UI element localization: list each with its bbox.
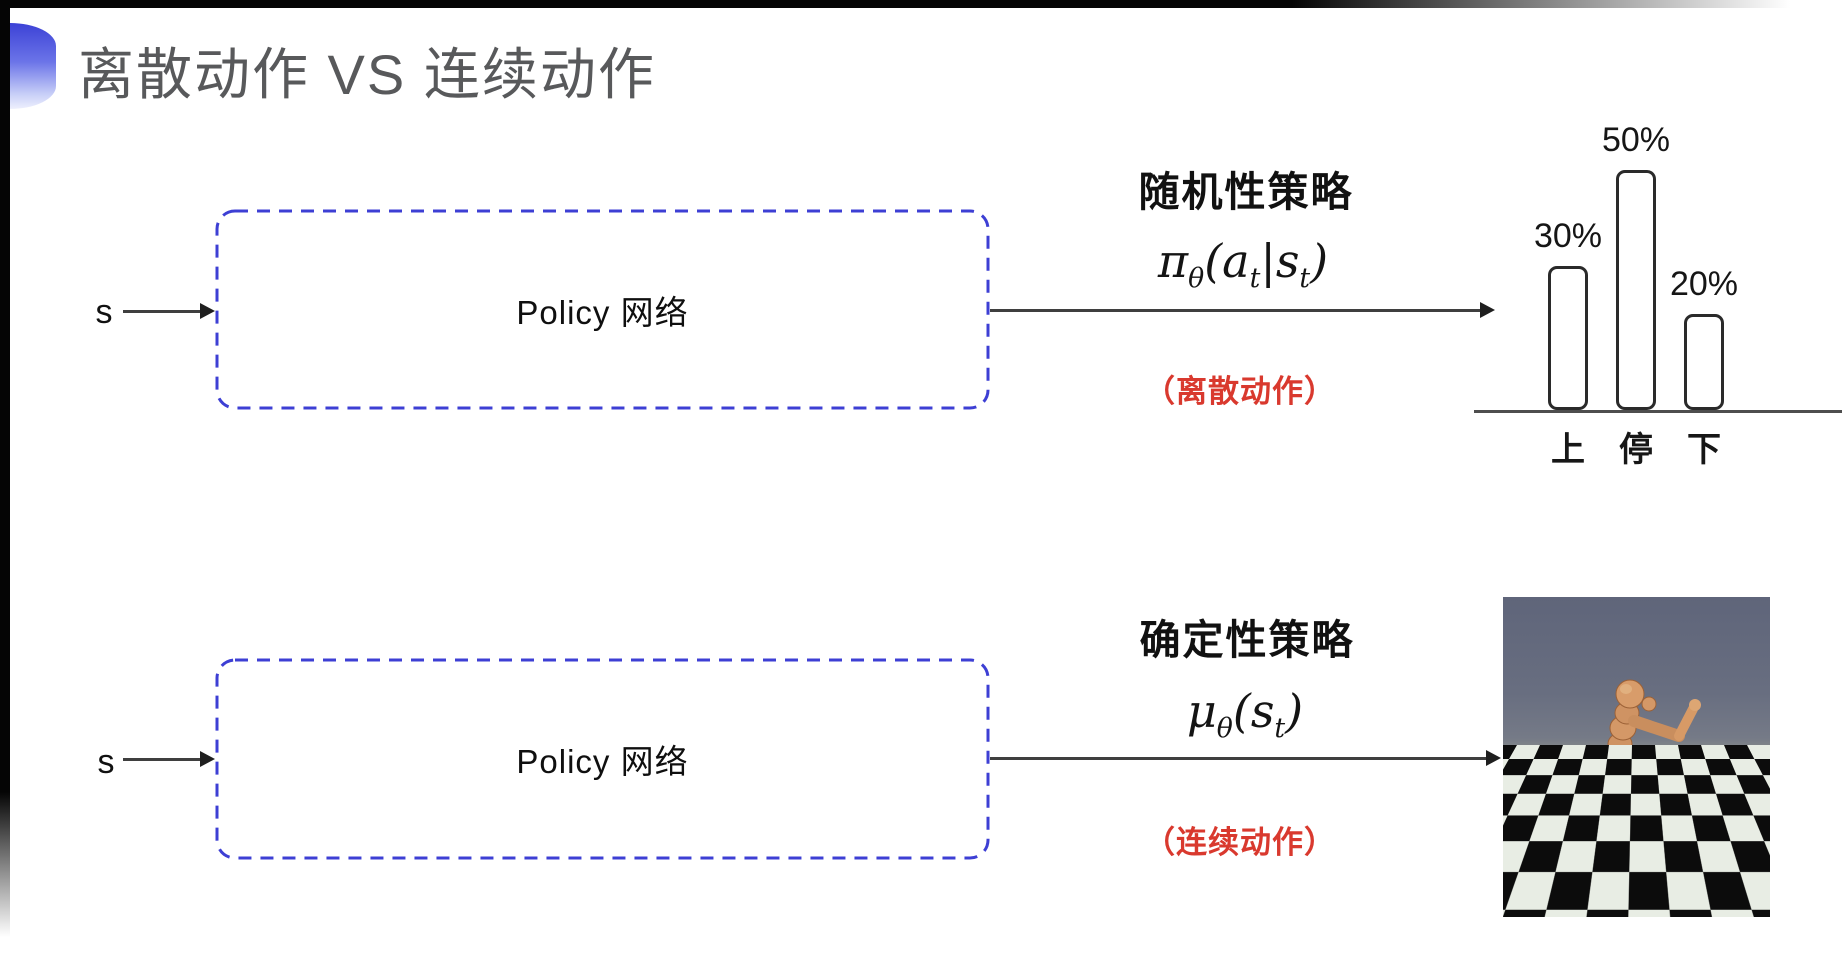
chart-baseline xyxy=(1474,410,1842,413)
bar-group: 50% xyxy=(1616,121,1656,410)
policy-formula-row1: πθ(at|st) xyxy=(1083,234,1403,294)
bar-category-label: 上 xyxy=(1548,422,1588,471)
bar-group: 20% xyxy=(1684,265,1724,410)
state-input-label-row2: s xyxy=(86,743,126,782)
policy-formula-row2: μθ(st) xyxy=(1085,684,1405,744)
bar-value-label: 30% xyxy=(1534,217,1602,256)
left-frame-border xyxy=(0,0,10,966)
policy-network-box-row1: Policy 网络 xyxy=(215,209,990,410)
action-probability-bar-chart: 30% 50% 20% 上停下 xyxy=(1474,102,1844,472)
bar-value-label: 20% xyxy=(1670,265,1738,304)
policy-type-row2: 确定性策略 xyxy=(1087,606,1407,666)
humanoid-robot-figure xyxy=(1503,597,1770,917)
humanoid-simulation-image xyxy=(1503,597,1770,917)
bar xyxy=(1616,170,1656,410)
bar-group: 30% xyxy=(1548,217,1588,410)
page-title: 离散动作 VS 连续动作 xyxy=(78,30,656,111)
policy-network-box-row2: Policy 网络 xyxy=(215,658,990,860)
bar xyxy=(1548,266,1588,410)
bar-category-label: 停 xyxy=(1616,422,1656,471)
bar-value-label: 50% xyxy=(1602,121,1670,160)
state-input-label-row1: s xyxy=(84,293,124,332)
bar xyxy=(1684,314,1724,410)
policy-type-row1: 随机性策略 xyxy=(1086,158,1406,218)
action-type-note-row2: （连续动作） xyxy=(1080,817,1400,862)
bar-category-label: 下 xyxy=(1684,422,1724,471)
policy-box-label-row2: Policy 网络 xyxy=(215,658,990,860)
action-type-note-row1: （离散动作） xyxy=(1080,366,1400,411)
title-bullet-icon xyxy=(10,23,56,109)
policy-box-label-row1: Policy 网络 xyxy=(215,209,990,410)
top-frame-border xyxy=(0,0,1846,8)
